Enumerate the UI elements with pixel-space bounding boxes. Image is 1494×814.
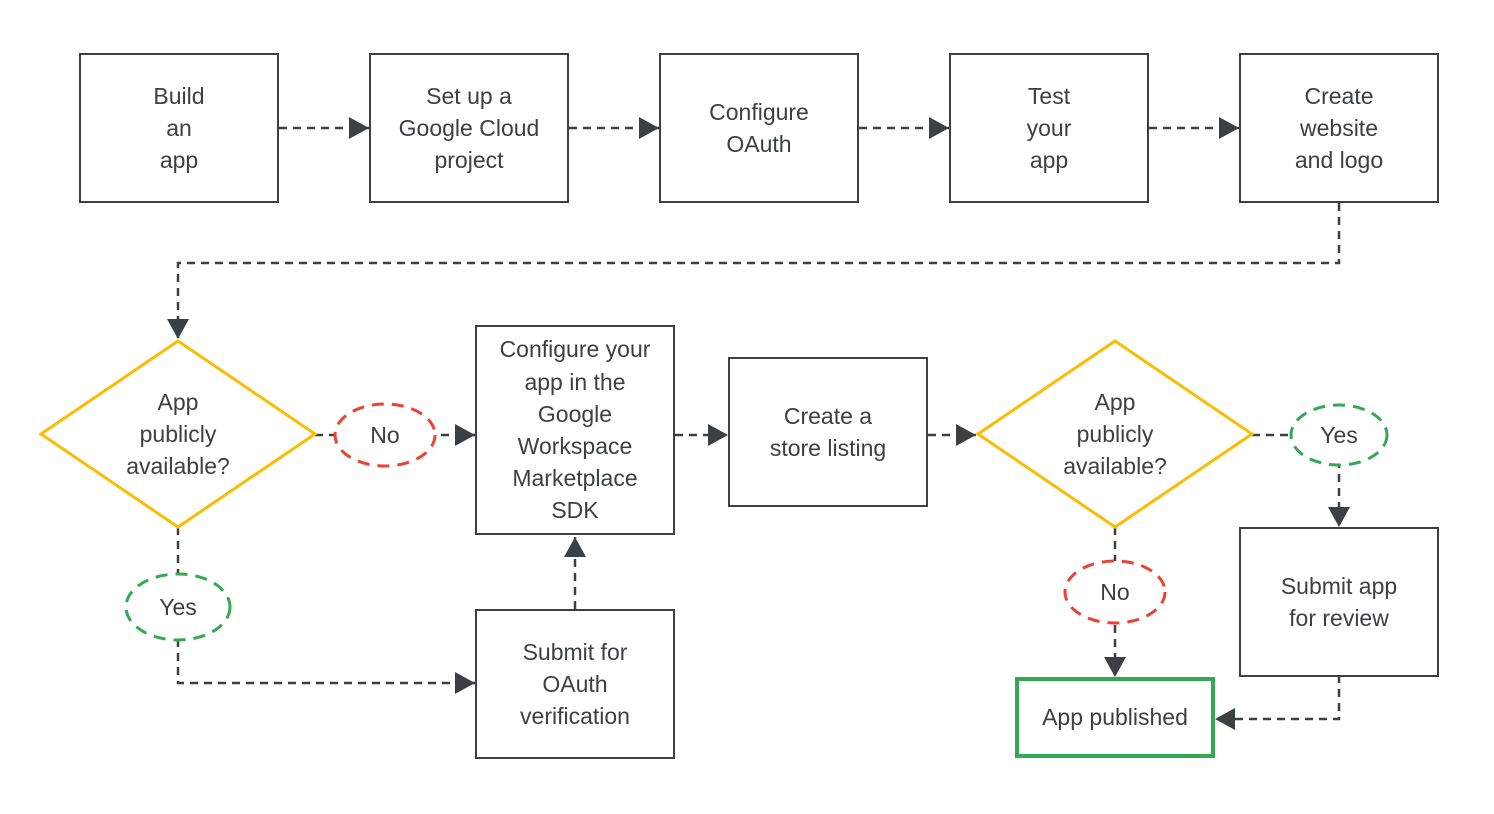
yes2-oval (1289, 403, 1389, 467)
process-website-logo: Create website and logo (1239, 53, 1439, 203)
decision2-app-publicly-available: App publicly available? (978, 341, 1252, 527)
yes2-label: Yes (1320, 421, 1358, 448)
terminal-app-published: App published (1015, 677, 1215, 758)
decision2-diamond (975, 339, 1255, 529)
no1-label: No (370, 421, 400, 448)
decision2-label: App publicly available? (1063, 388, 1167, 480)
no2-oval (1063, 559, 1167, 625)
yes1-label-oval: Yes (126, 574, 230, 640)
process-store-listing: Create a store listing (728, 357, 928, 507)
process-build-app-label: Build an app (153, 82, 205, 174)
decision1-app-publicly-available: App publicly available? (41, 341, 315, 527)
process-marketplace-sdk-label: Configure your app in the Google Workspa… (499, 336, 651, 524)
process-submit-review: Submit app for review (1239, 527, 1439, 677)
decision1-diamond (38, 339, 318, 529)
process-oauth-verification-label: Submit for OAuth verification (520, 638, 630, 730)
process-cloud-project-label: Set up a Google Cloud project (398, 82, 540, 174)
no2-label: No (1100, 578, 1130, 605)
process-configure-oauth: Configure OAuth (659, 53, 859, 203)
decision1-label: App publicly available? (126, 388, 230, 480)
process-cloud-project: Set up a Google Cloud project (369, 53, 569, 203)
yes2-label-oval: Yes (1291, 405, 1387, 465)
process-test-app: Test your app (949, 53, 1149, 203)
yes1-oval (124, 572, 232, 642)
arrow-decision1-yes-to-oauth-verification (176, 527, 475, 694)
process-build-app: Build an app (79, 53, 279, 203)
no1-oval (333, 402, 437, 468)
process-configure-oauth-label: Configure OAuth (709, 98, 809, 157)
no2-label-oval: No (1065, 561, 1165, 623)
process-website-logo-label: Create website and logo (1294, 82, 1384, 174)
process-submit-review-label: Submit app for review (1280, 572, 1398, 631)
no1-label-oval: No (335, 404, 435, 466)
process-oauth-verification: Submit for OAuth verification (475, 609, 675, 759)
arrow-submit-review-to-app-published (1215, 675, 1341, 730)
arrow-website-to-decision1 (167, 203, 1341, 339)
process-store-listing-label: Create a store listing (769, 402, 887, 461)
process-test-app-label: Test your app (1026, 82, 1072, 174)
terminal-app-published-label: App published (1042, 704, 1188, 731)
process-marketplace-sdk: Configure your app in the Google Workspa… (475, 325, 675, 535)
yes1-label: Yes (159, 593, 197, 620)
